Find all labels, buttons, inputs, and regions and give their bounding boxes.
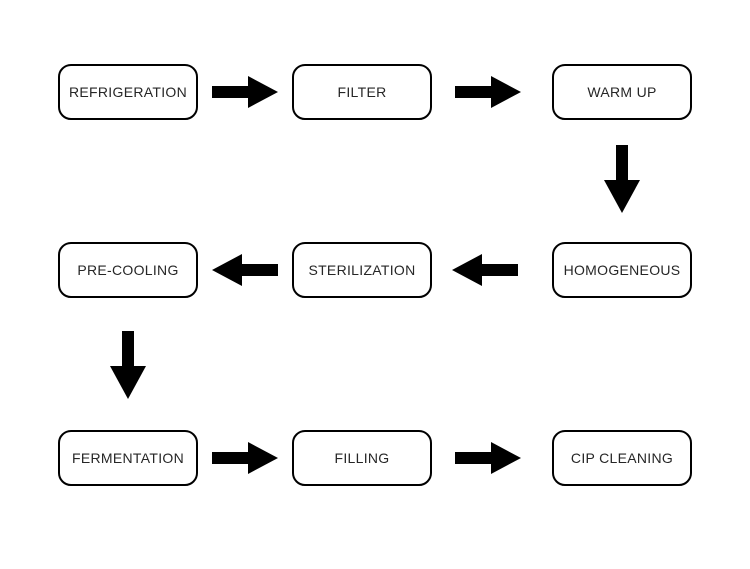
node-fermentation: FERMENTATION — [58, 430, 198, 486]
arrow-shaft — [212, 86, 249, 98]
node-homogeneous: HOMOGENEOUS — [552, 242, 692, 298]
node-refrigeration: REFRIGERATION — [58, 64, 198, 120]
arrow-head — [491, 76, 521, 108]
arrow-right-icon — [455, 76, 521, 108]
arrow-right-icon — [212, 442, 278, 474]
node-filter: FILTER — [292, 64, 432, 120]
arrow-right-icon — [212, 76, 278, 108]
arrow-head — [604, 180, 640, 213]
arrow-shaft — [212, 452, 249, 464]
node-sterilization: STERILIZATION — [292, 242, 432, 298]
arrow-shaft — [241, 264, 278, 276]
arrow-shaft — [616, 145, 628, 181]
arrow-shaft — [481, 264, 518, 276]
node-warm-up: WARM UP — [552, 64, 692, 120]
arrow-right-icon — [455, 442, 521, 474]
arrow-head — [452, 254, 482, 286]
node-pre-cooling: PRE-COOLING — [58, 242, 198, 298]
node-cip-cleaning: CIP CLEANING — [552, 430, 692, 486]
arrow-down-icon — [604, 145, 640, 213]
arrow-left-icon — [452, 254, 518, 286]
arrow-shaft — [122, 331, 134, 367]
arrow-down-icon — [110, 331, 146, 399]
arrow-shaft — [455, 452, 492, 464]
arrow-head — [248, 76, 278, 108]
arrow-shaft — [455, 86, 492, 98]
node-filling: FILLING — [292, 430, 432, 486]
arrow-head — [212, 254, 242, 286]
arrow-head — [110, 366, 146, 399]
arrow-head — [491, 442, 521, 474]
arrow-head — [248, 442, 278, 474]
arrow-left-icon — [212, 254, 278, 286]
